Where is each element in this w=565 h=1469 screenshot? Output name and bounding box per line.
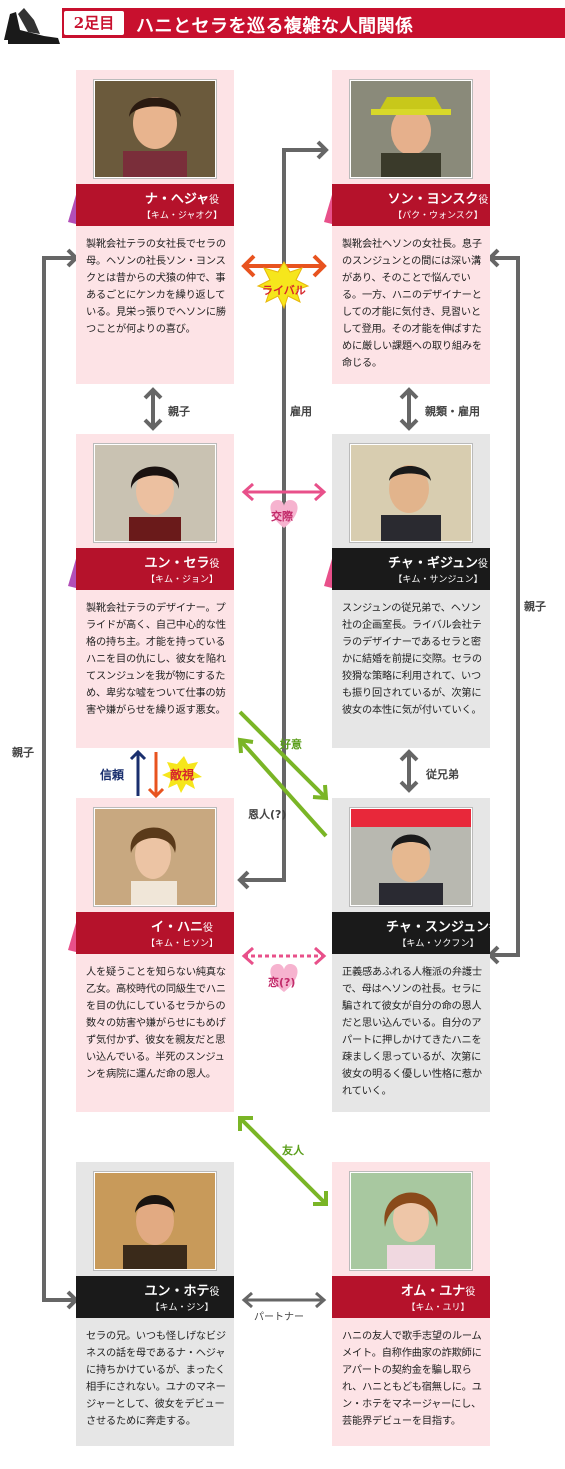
actor-name: 【キム・ソクフン】 xyxy=(397,939,479,949)
name-band: チャ・ギジュン役 【キム・サンジュン】 xyxy=(332,548,490,590)
character-name: オム・ユナ xyxy=(400,1284,466,1299)
trust-arrow xyxy=(129,749,147,796)
high-heel-icon xyxy=(4,8,60,44)
role-suffix: 役 xyxy=(488,923,499,934)
portrait xyxy=(94,1172,216,1270)
love-arrow xyxy=(241,946,327,966)
character-description: 製靴会社テラのデザイナー。プライドが高く、自己中心的な性格の持ち主。才能を持って… xyxy=(86,603,226,716)
role-suffix: 役 xyxy=(209,1287,220,1298)
role-suffix: 役 xyxy=(465,1287,476,1298)
parent-label-left: 親子 xyxy=(12,746,34,759)
goodwill-back-arrow xyxy=(237,737,328,838)
character-card-sonyonsuku: ソン・ヨンスク役 【パク・ウォンスク】 製靴会社ヘソンの女社長。息子のスンジュン… xyxy=(324,70,490,384)
dating-label: 交際 xyxy=(271,510,293,523)
character-description: 製靴会社テラの女社長でセラの母。ヘソンの社長ソン・ヨンスクとは昔からの犬猿の仲で… xyxy=(86,239,226,335)
name-band: イ・ハニ役 【キム・ヒソン】 xyxy=(76,912,234,954)
role-suffix: 役 xyxy=(477,559,488,570)
character-card-yunsera: ユン・セラ役 【キム・ジョン】 製靴会社テラのデザイナー。プライドが高く、自己中… xyxy=(68,434,234,748)
character-description: 人を疑うことを知らない純真な乙女。高校時代の同級生でハニを目の仇にしているセラか… xyxy=(86,967,226,1080)
rival-label: ライバル xyxy=(262,284,306,297)
trust-label: 信頼 xyxy=(100,768,125,782)
hostility-arrow xyxy=(147,752,165,799)
parent-label-right: 親子 xyxy=(524,600,546,613)
actor-name: 【キム・ユリ】 xyxy=(406,1303,470,1313)
actor-name: 【キム・ジン】 xyxy=(150,1303,214,1313)
dating-arrow xyxy=(241,482,327,502)
dating-heart-icon xyxy=(270,500,298,528)
character-name: イ・ハニ xyxy=(150,920,203,935)
character-name: チャ・スンジュン xyxy=(386,920,489,935)
character-card-omuyuna: オム・ユナ役 【キム・ユリ】 ハニの友人で歌手志望のルームメイト。自称作曲家の詐… xyxy=(332,1162,490,1446)
parent-line-right xyxy=(487,248,520,965)
character-card-ihani: イ・ハニ役 【キム・ヒソン】 人を疑うことを知らない純真な乙女。高校時代の同級生… xyxy=(68,798,234,1112)
actor-name: 【キム・サンジュン】 xyxy=(393,575,483,585)
role-suffix: 役 xyxy=(478,195,489,206)
page-title: ハニとセラを巡る複雑な人間関係 xyxy=(136,16,414,37)
employ-label: 雇用 xyxy=(290,405,312,418)
portrait xyxy=(350,80,472,178)
character-name: ユン・セラ xyxy=(144,556,210,571)
portrait xyxy=(94,808,216,906)
parent-arrow-center xyxy=(143,387,163,431)
character-description: スンジュンの従兄弟で、ヘソン社の企画室長。ライバル会社テラのデザイナーであるセラ… xyxy=(342,603,482,716)
parent-label-center: 親子 xyxy=(168,405,190,418)
goodwill-arrow xyxy=(238,710,329,801)
partner-arrow xyxy=(241,1291,327,1309)
role-suffix: 役 xyxy=(203,923,213,934)
portrait xyxy=(350,808,472,906)
character-card-yunhote: ユン・ホテ役 【キム・ジン】 セラの兄。いつも怪しげなビジネスの話を母であるナ・… xyxy=(76,1162,234,1446)
portrait xyxy=(94,80,216,178)
relative-employ-label: 親類・雇用 xyxy=(425,405,480,418)
character-description: セラの兄。いつも怪しげなビジネスの話を母であるナ・ヘジャに持ちかけているが、まっ… xyxy=(86,1331,226,1427)
header: 2足目 ハニとセラを巡る複雑な人間関係 xyxy=(0,0,565,46)
character-card-naheja: ナ・ヘジャ役 【キム・ジャオク】 製靴会社テラの女社長でセラの母。ヘソンの社長ソ… xyxy=(68,70,234,384)
character-description: 製靴会社ヘソンの女社長。息子のスンジュンとの間には深い溝があり、そのことで悩んで… xyxy=(342,239,482,369)
goodwill-label: 好意 xyxy=(280,738,302,751)
character-name: ユン・ホテ xyxy=(144,1284,210,1299)
character-card-chagijun: チャ・ギジュン役 【キム・サンジュン】 スンジュンの従兄弟で、ヘソン社の企画室長… xyxy=(324,434,490,748)
character-name: チャ・ギジュン xyxy=(388,556,478,571)
name-band: チャ・スンジュン役 【キム・ソクフン】 xyxy=(332,912,499,954)
name-band: ナ・ヘジャ役 【キム・ジャオク】 xyxy=(76,184,234,226)
role-suffix: 役 xyxy=(209,559,220,570)
relative-employ-arrow xyxy=(399,387,419,431)
portrait xyxy=(94,444,216,542)
episode-badge: 2足目 xyxy=(64,11,124,35)
header-bar xyxy=(62,8,565,38)
actor-name: 【キム・ジャオク】 xyxy=(141,211,223,221)
love-label: 恋(?) xyxy=(268,976,296,989)
character-description: 正義感あふれる人権派の弁護士で、母はヘソンの社長。セラに騙されて彼女が自分の命の… xyxy=(342,967,482,1097)
character-description: ハニの友人で歌手志望のルームメイト。自称作曲家の詐欺師にアパートの契約金を騙し取… xyxy=(342,1331,482,1427)
character-name: ソン・ヨンスク xyxy=(387,192,479,207)
hostility-burst xyxy=(162,756,202,793)
cousin-arrow xyxy=(399,749,419,793)
friend-label: 友人 xyxy=(282,1144,304,1157)
name-band: ユン・セラ役 【キム・ジョン】 xyxy=(76,548,234,590)
cousin-label: 従兄弟 xyxy=(426,768,459,781)
name-band: ソン・ヨンスク役 【パク・ウォンスク】 xyxy=(332,184,490,226)
character-card-chasunjun: チャ・スンジュン役 【キム・ソクフン】 正義感あふれる人権派の弁護士で、母はヘソ… xyxy=(332,798,499,1112)
love-heart-icon xyxy=(270,964,298,992)
parent-line-left xyxy=(42,248,79,1310)
character-name: ナ・ヘジャ xyxy=(144,192,210,207)
friend-arrow xyxy=(238,1116,328,1206)
portrait xyxy=(350,1172,472,1270)
actor-name: 【キム・ヒソン】 xyxy=(145,939,218,949)
benefactor-label: 恩人(?) xyxy=(248,808,287,821)
partner-label: パートナー xyxy=(254,1312,304,1323)
actor-name: 【キム・ジョン】 xyxy=(145,575,218,585)
name-band: オム・ユナ役 【キム・ユリ】 xyxy=(332,1276,490,1318)
portrait xyxy=(350,444,472,542)
name-band: ユン・ホテ役 【キム・ジン】 xyxy=(76,1276,234,1318)
role-suffix: 役 xyxy=(209,195,220,206)
actor-name: 【パク・ウォンスク】 xyxy=(393,211,483,221)
rival-burst xyxy=(256,261,310,310)
hostility-label: 敵視 xyxy=(170,768,195,782)
